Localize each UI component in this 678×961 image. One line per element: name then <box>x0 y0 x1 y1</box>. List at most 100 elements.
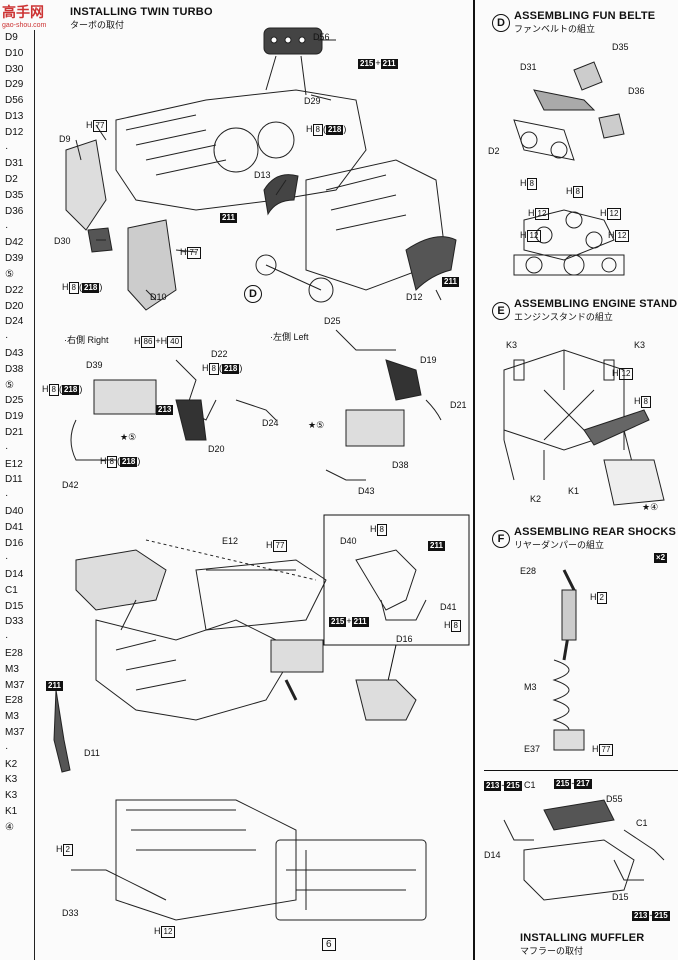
section-f-subtitle: リヤーダンパーの組立 <box>514 540 605 550</box>
label-d29: D29 <box>304 96 321 106</box>
times-two-marker: ×2 <box>654 553 668 563</box>
label-d11: D11 <box>84 748 100 758</box>
bolt-badge-215-211: 215+211 <box>358 58 398 69</box>
badge-211-d: 211 <box>428 541 445 551</box>
parts-list-item: D12 <box>5 126 24 138</box>
parts-list-item: · <box>5 221 9 233</box>
parts-list-item: D43 <box>5 347 24 359</box>
parts-list-item: ⑤ <box>5 268 14 280</box>
parts-list-item: K3 <box>5 774 18 786</box>
parts-list-item: K3 <box>5 790 18 802</box>
label-c1-b: C1 <box>636 818 648 828</box>
label-c1-a: C1 <box>524 780 536 790</box>
parts-list-item: D20 <box>5 300 24 312</box>
label-d16: D16 <box>396 634 413 644</box>
label-d43: D43 <box>358 486 375 496</box>
star5-b: ★⑤ <box>308 420 325 430</box>
star5-a: ★⑤ <box>120 432 137 442</box>
left-side-label: ·左側 Left <box>270 332 309 342</box>
parts-list-item: · <box>5 742 9 754</box>
parts-list-item: · <box>5 142 9 154</box>
parts-list-item: · <box>5 332 9 344</box>
section-d-header: D ASSEMBLING FUN BELTE ファンベルトの組立 <box>492 10 655 35</box>
parts-list-item: D25 <box>5 395 24 407</box>
watermark-text: 高手网 <box>2 4 44 20</box>
fan-belt-drawing <box>513 61 625 276</box>
parts-list-item: D24 <box>5 316 24 328</box>
circle-d-marker: D <box>244 285 262 303</box>
section-d-subtitle: ファンベルトの組立 <box>514 24 596 34</box>
parts-list-item: D22 <box>5 284 24 296</box>
section-f-circle: F <box>492 529 510 548</box>
muffler-subtitle: マフラーの取付 <box>520 946 584 956</box>
label-d40: D40 <box>340 536 357 546</box>
rear-shock-drawing <box>552 569 585 751</box>
muffler-section <box>484 770 678 961</box>
bolt-badge-215-211-b: 215+211 <box>329 616 369 627</box>
parts-list-item: K2 <box>5 758 18 770</box>
parts-list-item: ④ <box>5 821 14 833</box>
parts-list-item: D13 <box>5 110 24 122</box>
badge-211-b: 211 <box>442 277 459 287</box>
badge-211: 211 <box>380 59 398 69</box>
label-d24: D24 <box>262 418 279 428</box>
label-d35: D35 <box>612 42 629 52</box>
parts-list-item: · <box>5 553 9 565</box>
label-k3-b: K3 <box>634 340 646 350</box>
label-d13: D13 <box>254 170 271 180</box>
main-section: INSTALLING TWIN TURBO ターボの取付 <box>36 0 475 960</box>
label-d14: D14 <box>484 850 501 860</box>
badge-213: 213 <box>156 405 174 415</box>
parts-list-item: · <box>5 442 9 454</box>
parts-list-item: E12 <box>5 458 23 470</box>
label-d20: D20 <box>208 444 225 454</box>
parts-list-item: E28 <box>5 695 23 707</box>
parts-list-item: D30 <box>5 63 24 75</box>
label-d30: D30 <box>54 236 71 246</box>
label-k2: K2 <box>530 494 542 504</box>
page-number: 6 <box>322 938 336 951</box>
label-d9: D9 <box>59 134 71 144</box>
label-d25: D25 <box>324 316 341 326</box>
badge-211-f: 211 <box>46 681 63 691</box>
label-e12: E12 <box>222 536 239 546</box>
parts-list-item: ⑤ <box>5 379 14 391</box>
label-d55: D55 <box>606 794 623 804</box>
label-d33: D33 <box>62 908 79 918</box>
parts-list-item: M3 <box>5 711 19 723</box>
badge-215-217: 215-217 <box>554 778 592 789</box>
parts-list-item: D38 <box>5 363 24 375</box>
section-d-title: ASSEMBLING FUN BELTE <box>514 10 656 22</box>
section-e-header: E ASSEMBLING ENGINE STAND エンジンスタンドの組立 <box>492 298 677 323</box>
label-d38: D38 <box>392 460 409 470</box>
parts-list-item: · <box>5 490 9 502</box>
label-d21: D21 <box>450 400 467 410</box>
parts-list-item: D35 <box>5 189 24 201</box>
parts-list-item: D31 <box>5 158 24 170</box>
right-column: D ASSEMBLING FUN BELTE ファンベルトの組立 D35 D31… <box>484 0 678 960</box>
label-d2: D2 <box>488 146 500 156</box>
parts-list-item: D14 <box>5 569 24 581</box>
parts-list-item: D15 <box>5 600 24 612</box>
parts-list-item: · <box>5 632 9 644</box>
engine-stand-drawing <box>503 349 665 506</box>
label-d22: D22 <box>211 349 228 359</box>
parts-list-item: D9 <box>5 32 18 43</box>
right-side-label: ·右側 Right <box>64 335 109 345</box>
parts-list-item: D29 <box>5 79 24 91</box>
parts-list-item: D21 <box>5 426 24 438</box>
label-d12: D12 <box>406 292 423 302</box>
parts-list-item: D42 <box>5 237 24 249</box>
label-d31: D31 <box>520 62 537 72</box>
